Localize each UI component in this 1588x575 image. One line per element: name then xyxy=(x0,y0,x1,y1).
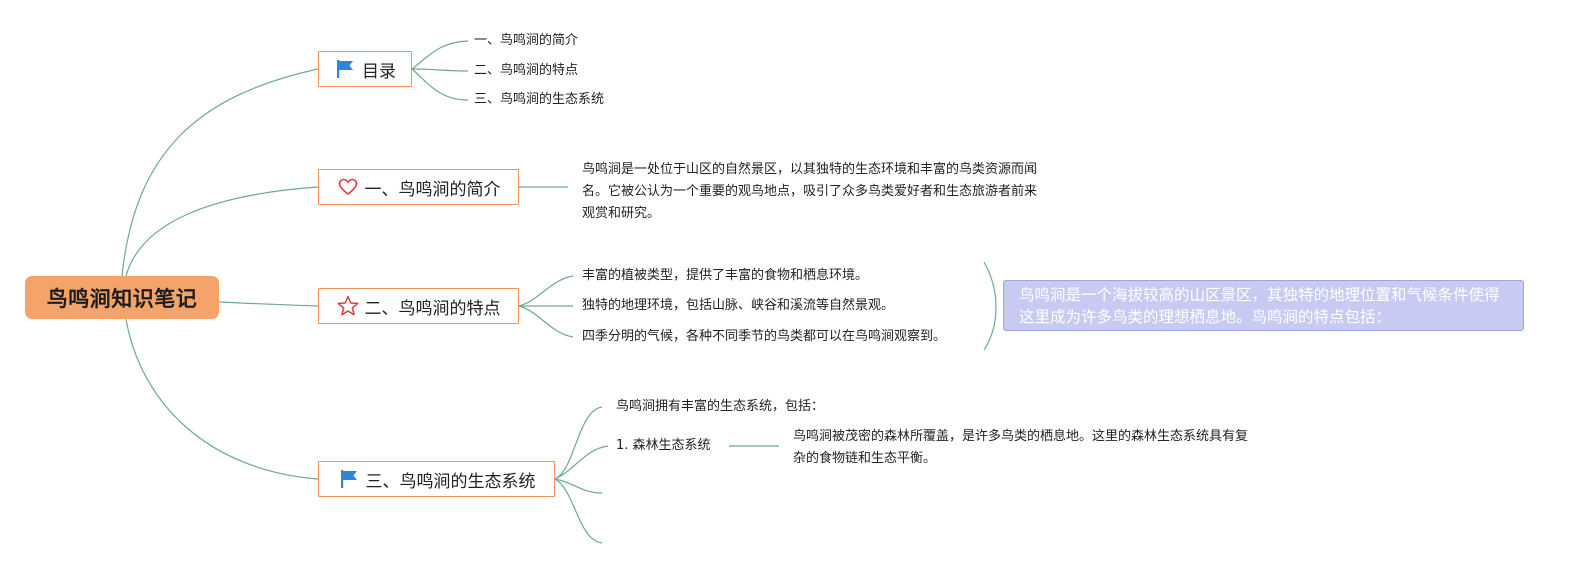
connector-toc-item-3 xyxy=(411,68,469,101)
root-topic[interactable]: 鸟鸣涧知识笔记 xyxy=(25,276,219,319)
topic-toc[interactable]: 目录 xyxy=(318,51,412,87)
connector-toc-item-1 xyxy=(411,40,469,70)
topic-ecosystem[interactable]: 三、鸟鸣涧的生态系统 xyxy=(318,461,555,497)
connector-root-intro xyxy=(125,186,319,277)
topic-toc-label: 目录 xyxy=(362,61,396,82)
connector-root-features xyxy=(218,301,319,307)
connector-eco-empty-2 xyxy=(554,478,603,544)
connector-feature-1 xyxy=(518,275,574,307)
topic-ecosystem-label: 三、鸟鸣涧的生态系统 xyxy=(365,471,536,492)
connector-eco-forest xyxy=(554,445,609,480)
topic-intro-label: 一、鸟鸣涧的简介 xyxy=(364,179,501,200)
connector-root-toc xyxy=(121,68,319,277)
note-bracket xyxy=(983,261,997,351)
toc-item-1[interactable]: 一、鸟鸣涧的简介 xyxy=(474,33,579,48)
root-topic-label: 鸟鸣涧知识笔记 xyxy=(46,286,198,311)
heart-icon xyxy=(337,176,359,198)
intro-text[interactable]: 鸟鸣涧是一处位于山区的自然景区，以其独特的生态环境和丰富的鸟类资源而闻 名。它被… xyxy=(582,162,1038,221)
toc-item-2[interactable]: 二、鸟鸣涧的特点 xyxy=(474,63,579,78)
features-summary-note[interactable]: 鸟鸣涧是一个海拔较高的山区景区，其独特的地理位置和气候条件使得 这里成为许多鸟类… xyxy=(1003,280,1524,331)
connector-eco-empty-1 xyxy=(554,478,603,494)
star-icon xyxy=(336,295,359,317)
connector-root-ecosystem xyxy=(125,318,319,480)
connector-feature-3 xyxy=(518,305,574,338)
connector-eco-intro xyxy=(554,406,603,480)
topic-intro[interactable]: 一、鸟鸣涧的简介 xyxy=(318,169,519,205)
feature-item-1[interactable]: 丰富的植被类型，提供了丰富的食物和栖息环境。 xyxy=(582,268,869,283)
flag-icon xyxy=(334,58,356,80)
ecosystem-forest-topic[interactable]: 1. 森林生态系统 xyxy=(616,438,711,453)
ecosystem-intro[interactable]: 鸟鸣涧拥有丰富的生态系统，包括： xyxy=(616,399,825,414)
toc-item-3[interactable]: 三、鸟鸣涧的生态系统 xyxy=(474,92,605,107)
topic-features[interactable]: 二、鸟鸣涧的特点 xyxy=(318,288,519,324)
connector-toc-item-2 xyxy=(411,68,469,72)
topic-features-label: 二、鸟鸣涧的特点 xyxy=(364,298,501,319)
flag-icon xyxy=(338,468,360,490)
feature-item-2[interactable]: 独特的地理环境，包括山脉、峡谷和溪流等自然景观。 xyxy=(582,298,895,313)
feature-item-3[interactable]: 四季分明的气候，各种不同季节的鸟类都可以在鸟鸣涧观察到。 xyxy=(582,329,947,344)
ecosystem-forest-detail[interactable]: 鸟鸣涧被茂密的森林所覆盖，是许多鸟类的栖息地。这里的森林生态系统具有复 杂的食物… xyxy=(793,429,1249,466)
